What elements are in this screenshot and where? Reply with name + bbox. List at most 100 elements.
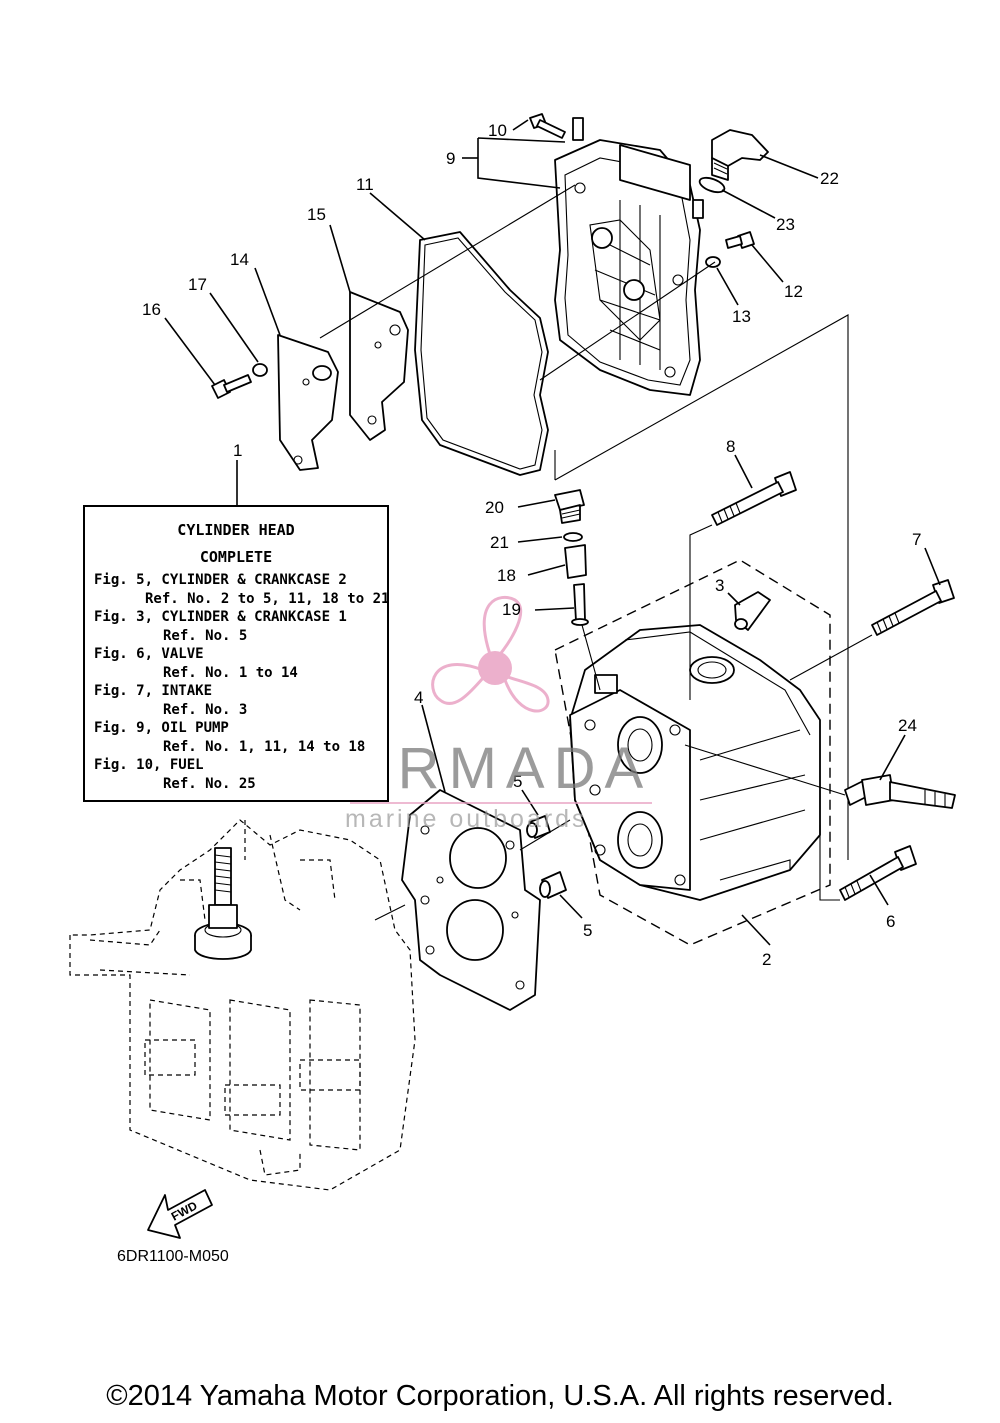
dowel-5b [539,871,567,899]
callout-9: 9 [446,149,455,168]
callout-3: 3 [715,576,724,595]
screw-19 [571,583,589,626]
callout-22: 22 [820,169,839,188]
legend-fig-3: Fig. 3, CYLINDER & CRANKCASE 1 [94,609,347,625]
gasket-11 [414,231,549,476]
legend-title-line2: COMPLETE [199,548,273,566]
plate-15 [349,291,409,441]
callout-4: 4 [414,688,423,707]
leader-11 [369,192,426,241]
plug-20 [554,489,585,524]
washer-17 [252,363,268,377]
legend-fig-9: Fig. 9, OIL PUMP [94,720,229,736]
leader-19 [534,607,575,611]
callout-14: 14 [230,250,249,269]
oil-filler-cap [711,129,769,181]
alignment-line-24 [684,744,846,796]
legend-fig-6: Fig. 6, VALVE [94,646,204,662]
leader-8 [734,454,753,489]
callout-2: 2 [762,950,771,969]
diagram-code: 6DR1100-M050 [117,1248,229,1265]
callout-13: 13 [732,307,751,326]
washer-13 [705,256,721,268]
leader-22 [759,154,819,179]
callout-16: 16 [142,300,161,319]
alignment-line-b [539,261,716,381]
screw-16 [211,374,252,399]
alignment-line-c [554,314,849,860]
callout-24: 24 [898,716,917,735]
legend-ref-6: Ref. No. 1 to 14 [163,664,298,681]
copyright-notice: ©2014 Yamaha Motor Corporation, U.S.A. A… [106,1380,894,1412]
callout-18: 18 [497,566,516,585]
bolt-7 [871,579,955,636]
leader-21 [517,536,563,543]
legend-ref-5: Ref. No. 2 to 5, 11, 18 to 21 [145,590,390,607]
callout-20: 20 [485,498,504,517]
callout-19: 19 [502,600,521,619]
leader-24 [879,734,906,781]
alignment-line-8 [689,524,713,700]
leader-12 [751,244,784,283]
callout-8: 8 [726,437,735,456]
alignment-line-6 [819,825,840,901]
watermark-propeller-icon [431,595,550,713]
leader-9 [477,137,566,189]
leader-2 [741,914,771,946]
watermark-text: ARMADA [350,735,653,804]
leader-7 [924,547,941,586]
callout-15: 15 [307,205,326,224]
leader-13 [716,267,739,306]
callout-12: 12 [784,282,803,301]
cylinder-head [554,559,831,946]
legend-fig-7: Fig. 7, INTAKE [94,683,213,699]
crankcase-outline [69,819,416,1191]
spark-plug-24 [844,774,956,809]
leader-17 [209,292,259,363]
legend-ref-9: Ref. No. 1, 11, 14 to 18 [163,738,366,755]
bolt-8 [711,471,797,526]
alignment-line-a [319,184,576,339]
alignment-line-7 [789,634,873,681]
callout-5a: 5 [513,772,522,791]
leader-18 [527,564,566,576]
legend-fig-10: Fig. 10, FUEL [94,757,204,773]
alignment-line-19 [581,624,601,691]
washer-21 [563,532,583,542]
leader-15 [329,224,351,293]
pin-3 [734,591,771,631]
callout-7: 7 [912,530,921,549]
callout-21: 21 [490,533,509,552]
callout-23: 23 [776,215,795,234]
legend-ref-7: Ref. No. 3 [163,701,248,718]
bolt-6 [839,845,917,901]
bolt-10 [529,113,566,139]
leader-4 [421,704,446,793]
legend-ref-3: Ref. No. 5 [163,627,248,644]
leader-23 [721,189,776,219]
fwd-arrow-icon: FWD [147,1189,213,1239]
sleeve-18 [564,544,587,579]
callout-11: 11 [356,175,374,194]
leader-20 [517,499,556,508]
watermark-subtext: marine outboards [345,805,588,833]
leader-6 [869,874,889,906]
legend-fig-5: Fig. 5, CYLINDER & CRANKCASE 2 [94,572,347,588]
alignment-line-4 [374,819,571,921]
legend-ref-10: Ref. No. 25 [163,775,256,792]
callout-10: 10 [488,121,507,140]
cylinder-head-cover [554,117,704,396]
callout-5b: 5 [583,921,592,940]
cover-14 [277,334,339,471]
leader-10 [512,119,529,131]
cylinder-head-complete-legend: CYLINDER HEAD COMPLETE Fig. 5, CYLINDER … [83,505,389,802]
leader-5b [559,894,583,919]
legend-title-line1: CYLINDER HEAD [177,521,295,539]
o-ring-23 [698,176,726,194]
leader-16 [164,317,216,386]
bolt-12 [725,231,755,249]
head-gasket-4 [401,789,541,1011]
leader-3 [727,592,741,606]
callout-17: 17 [188,275,207,294]
